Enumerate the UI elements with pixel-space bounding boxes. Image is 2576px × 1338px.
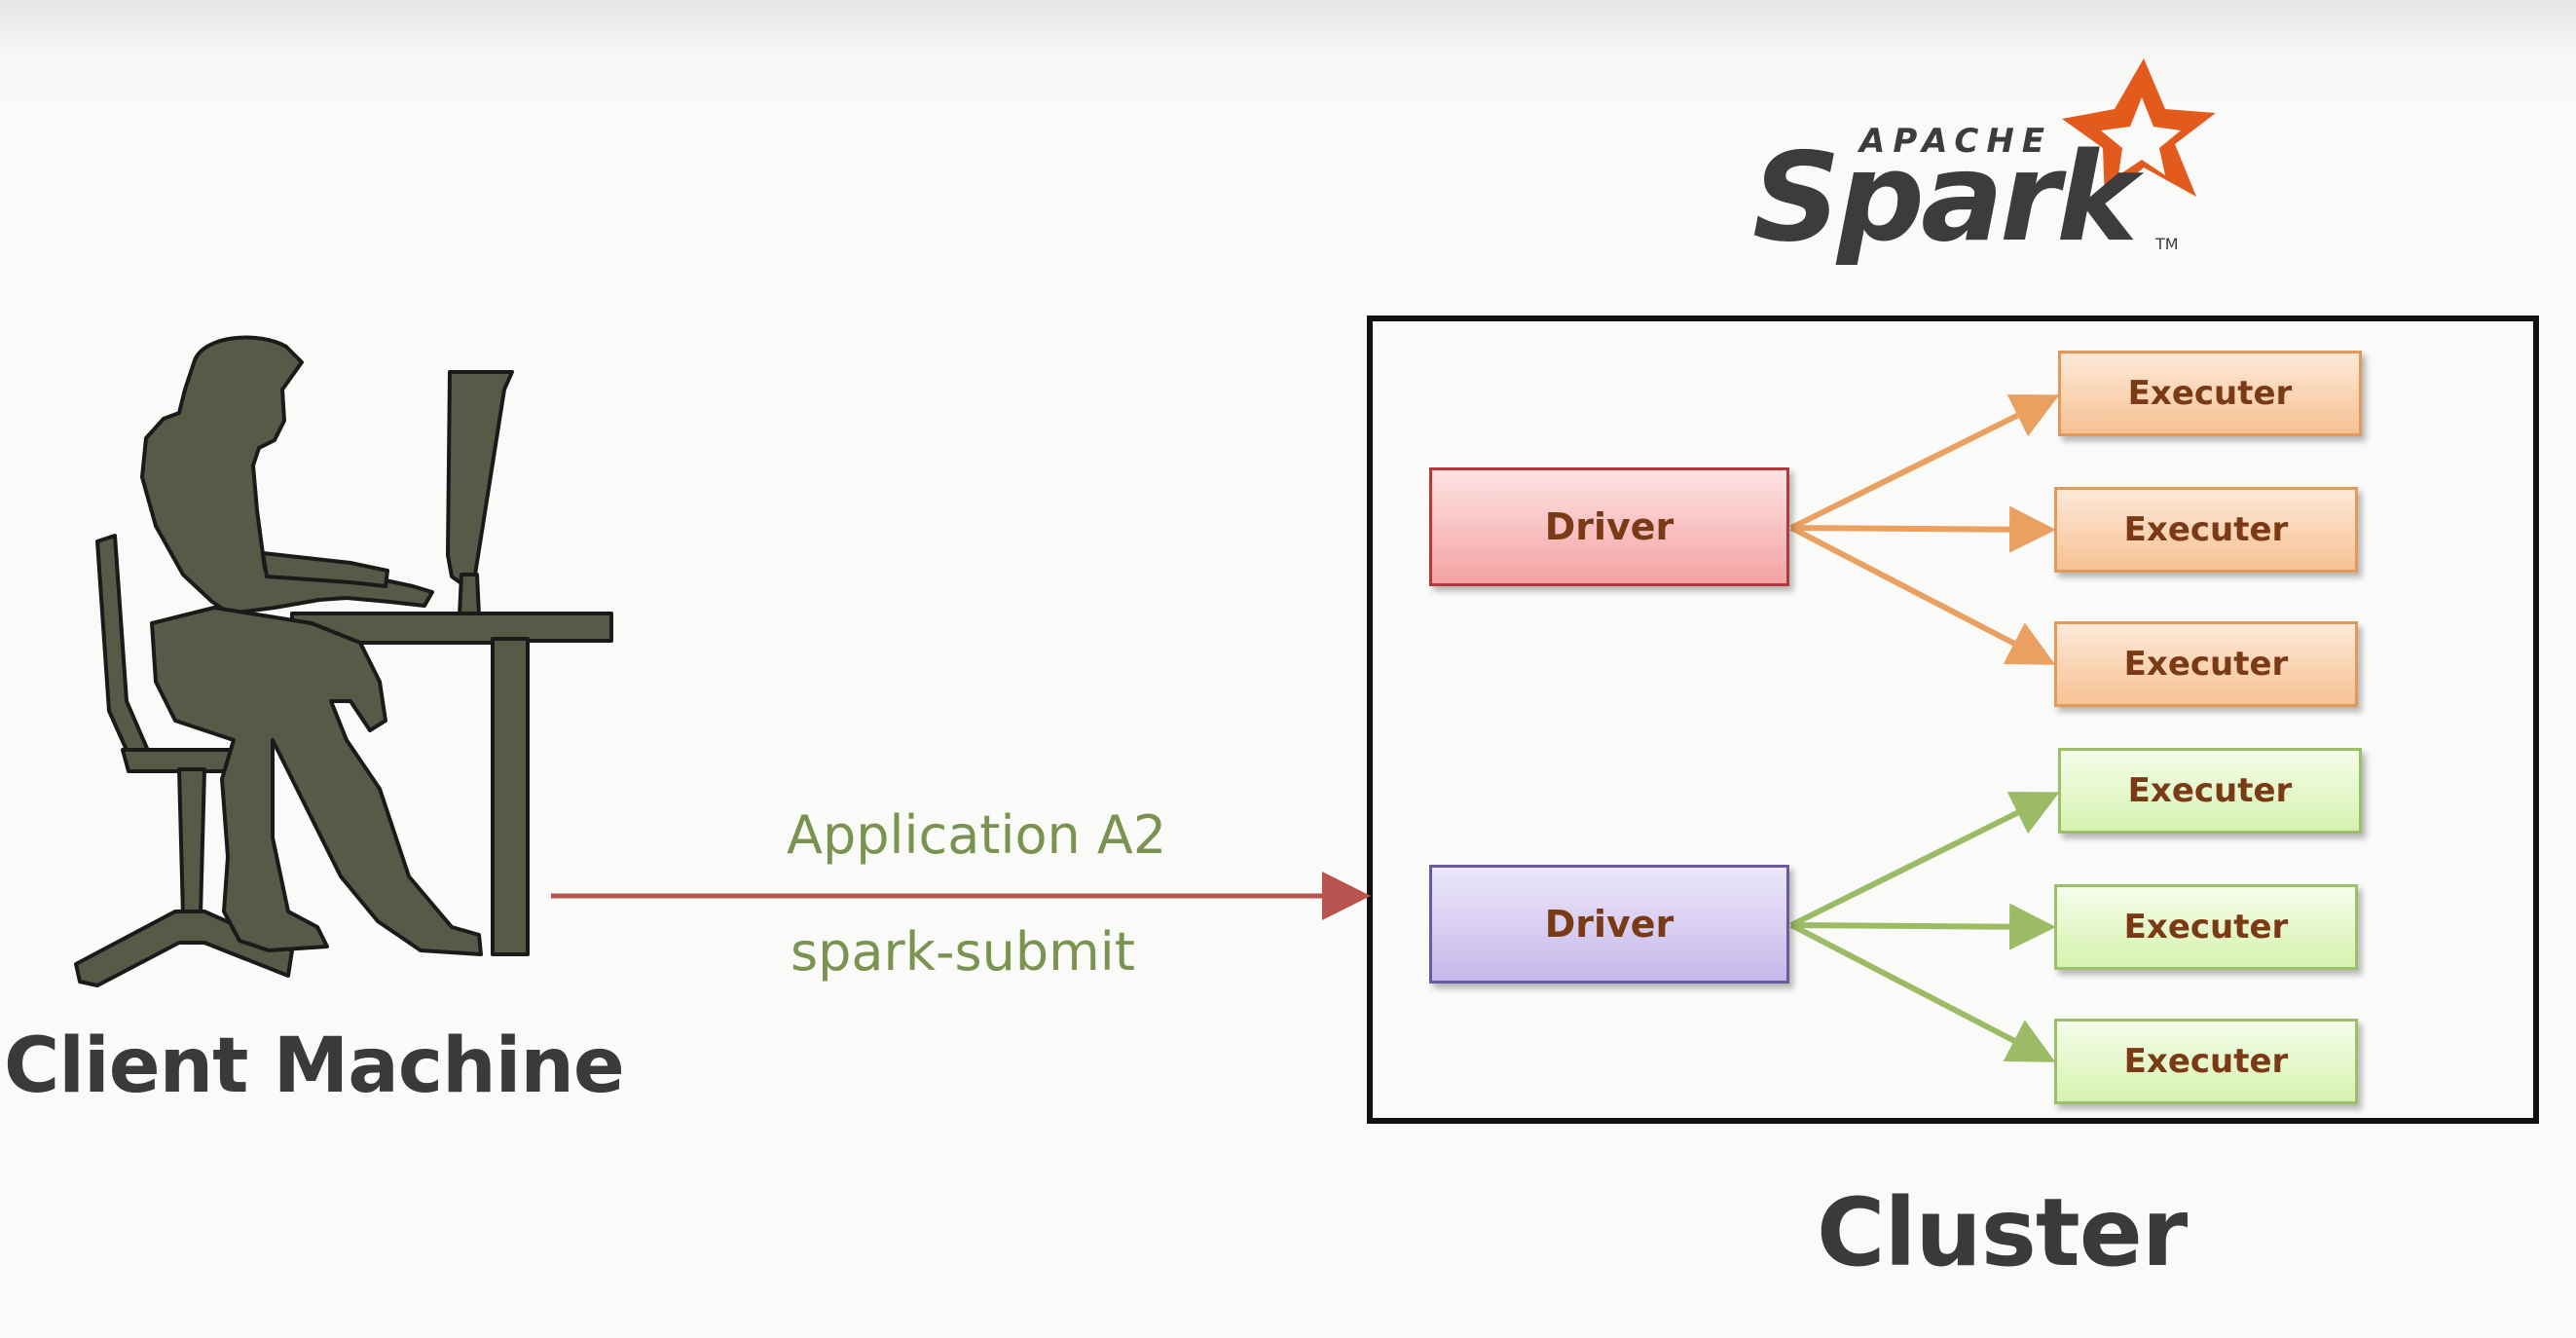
apache-spark-logo: APACHE Spark TM xyxy=(1752,58,2216,269)
connector-driver2-executer3 xyxy=(1789,922,2056,1062)
cluster-label: Cluster xyxy=(1817,1178,2188,1287)
spark-star-icon xyxy=(2062,58,2216,201)
executer-node-1-1: Executer xyxy=(2058,351,2362,436)
driver-node-1: Driver xyxy=(1429,467,1789,586)
cluster-boundary xyxy=(1367,316,2539,1124)
logo-trademark: TM xyxy=(2154,235,2179,253)
connector-driver1-executer3 xyxy=(1789,525,2056,665)
logo-main-word: Spark xyxy=(1752,126,2145,269)
executer-node-1-3: Executer xyxy=(2054,621,2358,707)
spark-submit-label: spark-submit xyxy=(791,921,1135,983)
driver-node-2: Driver xyxy=(1429,865,1789,984)
executer-node-2-1: Executer xyxy=(2058,748,2362,834)
client-machine-label: Client Machine xyxy=(4,1022,625,1110)
connector-driver1-executer1 xyxy=(1789,394,2060,531)
logo-top-word: APACHE xyxy=(1857,122,2052,161)
executer-node-2-2: Executer xyxy=(2054,884,2358,970)
connector-driver2-executer1 xyxy=(1789,792,2060,928)
application-label: Application A2 xyxy=(787,804,1167,866)
executer-node-1-2: Executer xyxy=(2054,487,2358,573)
connector-driver1-executer2 xyxy=(1790,505,2056,553)
person-at-computer-icon xyxy=(74,335,613,987)
connector-driver2-executer2 xyxy=(1790,903,2056,950)
executer-node-2-3: Executer xyxy=(2054,1019,2358,1104)
